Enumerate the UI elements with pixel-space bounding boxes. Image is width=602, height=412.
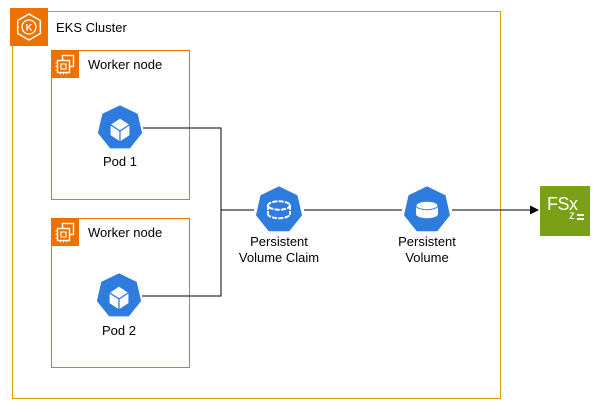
eks-cluster-box — [12, 11, 501, 399]
persistent-volume-icon — [403, 186, 451, 234]
fsx-label: FSx — [547, 194, 578, 214]
pod-1-icon — [97, 105, 143, 151]
fsx-openzfs-icon: FSx z — [540, 186, 590, 236]
compute-chip-icon — [51, 50, 79, 78]
pv-label-line2: Volume — [405, 250, 449, 265]
pod-1-label: Pod 1 — [103, 154, 137, 169]
persistent-volume-claim-label: Persistent Volume Claim — [224, 234, 334, 266]
pod-2-label: Pod 2 — [102, 323, 136, 338]
arrowhead-to-fsx — [530, 205, 539, 215]
compute-chip-icon — [51, 218, 79, 246]
pv-label-line1: Persistent — [398, 234, 456, 249]
worker-node-1-label: Worker node — [88, 57, 163, 72]
eks-icon-letter: K — [26, 23, 33, 33]
worker-node-1-box — [51, 50, 190, 200]
cluster-label: EKS Cluster — [56, 20, 127, 35]
pod-2-icon — [96, 273, 142, 319]
worker-node-2-label: Worker node — [88, 225, 163, 240]
persistent-volume-label: Persistent Volume — [372, 234, 482, 266]
persistent-volume-claim-icon — [255, 186, 303, 234]
pvc-label-line2: Volume Claim — [238, 250, 320, 265]
eks-icon: K — [10, 8, 48, 46]
fsx-sub-label: z — [569, 209, 584, 222]
fsx-bars-glyph — [577, 214, 584, 220]
pvc-label-line1: Persistent — [250, 234, 308, 249]
fsx-sub-z: z — [569, 208, 575, 222]
